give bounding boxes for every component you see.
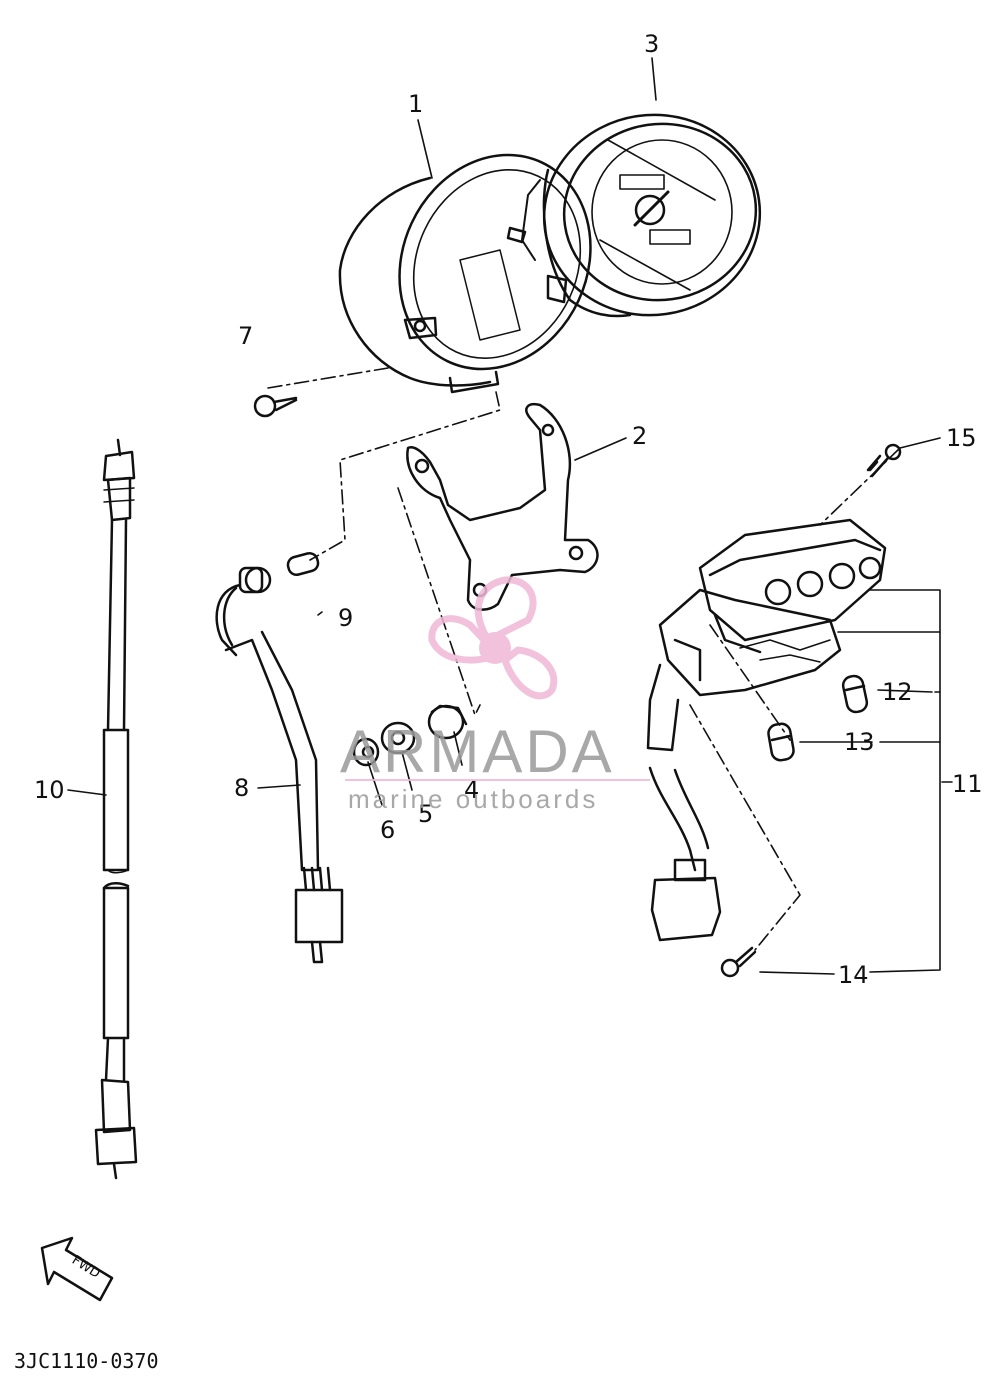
callout-15: 15 [946,424,977,452]
forward-arrow-icon [40,1236,114,1302]
callout-3: 3 [644,30,659,58]
callout-11: 11 [952,770,983,798]
callout-9: 9 [338,604,353,632]
nut-6 [352,737,380,767]
callout-10: 10 [34,776,65,804]
screw-15 [866,443,902,478]
bulb-13 [767,722,795,762]
grommet-4 [427,704,468,740]
drawing-code: 3JC1110-0370 [14,1349,159,1373]
indicator-unit [646,518,887,942]
screw-14 [720,946,757,978]
callout-8: 8 [234,774,249,802]
leader-lines [67,57,953,975]
callout-4: 4 [464,776,479,804]
watermark-brand: ARMADA [340,718,615,785]
meter-housing [338,153,592,394]
propeller-logo-icon [428,576,558,700]
screw-7 [253,394,298,418]
speedometer-cable [94,438,138,1180]
bulb-12 [841,674,869,714]
callout-14: 14 [838,961,869,989]
callout-1: 1 [408,90,423,118]
washer-5 [380,721,416,755]
callout-2: 2 [632,422,647,450]
callout-7: 7 [238,322,253,350]
armada-watermark: ARMADA marine outboards [340,576,650,814]
callout-5: 5 [418,800,433,828]
callout-13: 13 [844,728,875,756]
direction-label: FWD [69,1253,103,1282]
callout-labels: 3 1 7 2 15 9 12 13 4 10 8 11 5 6 14 [34,30,983,989]
callout-12: 12 [882,678,913,706]
socket-cord [215,566,344,964]
callout-6: 6 [380,816,395,844]
bulb-9 [286,551,320,577]
watermark-tagline: marine outboards [348,784,598,814]
speedometer [506,113,762,318]
